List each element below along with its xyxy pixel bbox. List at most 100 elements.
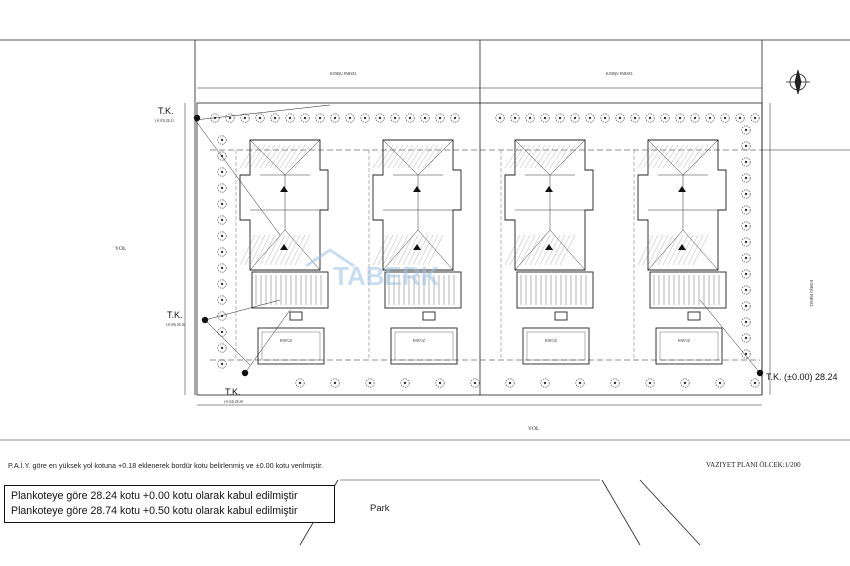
entrance: [554, 311, 568, 321]
tree-icon: [741, 285, 751, 295]
tree-icon: [510, 113, 520, 123]
pool: [257, 327, 325, 365]
tree-icon: [741, 141, 751, 151]
tree-icon: [217, 343, 227, 353]
tree-icon: [217, 247, 227, 257]
tk-bottom-left-value: (-0.04) 28.20: [224, 400, 243, 404]
tree-icon: [585, 113, 595, 123]
tree-icon: [435, 113, 445, 123]
tree-icon: [375, 113, 385, 123]
terrace: [516, 271, 594, 309]
tree-icon: [217, 311, 227, 321]
scale-label: VAZIYET PLANI ÖLCEK:1/200: [706, 461, 801, 469]
tree-icon: [217, 199, 227, 209]
tree-icon: [217, 215, 227, 225]
tree-icon: [741, 349, 751, 359]
villa-B: HAVUZ: [368, 139, 462, 365]
tree-icon: [705, 113, 715, 123]
tree-icon: [630, 113, 640, 123]
tree-icon: [217, 295, 227, 305]
watermark-text: TABERK: [333, 261, 440, 291]
tree-icon: [690, 113, 700, 123]
tree-icon: [645, 378, 655, 388]
tree-icon: [225, 113, 235, 123]
villas-group: HAVUZ HAVUZ HAVUZ HAVUZ: [235, 139, 727, 365]
tk-bottom-right: T.K. (±0.00) 28.24: [766, 372, 837, 382]
tree-icon: [750, 113, 760, 123]
tree-icon: [741, 125, 751, 135]
tree-icon: [505, 378, 515, 388]
tree-icon: [217, 359, 227, 369]
tk-top-left: T.K.: [158, 106, 174, 116]
slope-arrow-icon: [545, 186, 553, 192]
tree-icon: [600, 113, 610, 123]
paiy-note: P.A.İ.Y. göre en yüksek yol kotuna +0.18…: [8, 461, 324, 470]
pool: [390, 327, 458, 365]
villa-D: HAVUZ: [633, 139, 727, 365]
slope-arrow-icon: [678, 244, 686, 250]
villa-outline: [239, 139, 329, 271]
tree-icon: [255, 113, 265, 123]
pool-label: HAVUZ: [678, 339, 690, 343]
road-bottom-label: YOL: [528, 426, 540, 432]
tree-icon: [390, 113, 400, 123]
tree-icon: [741, 333, 751, 343]
tree-icon: [675, 113, 685, 123]
tree-icon: [217, 167, 227, 177]
tree-icon: [741, 317, 751, 327]
tree-icon: [741, 173, 751, 183]
tree-icon: [210, 113, 220, 123]
tree-icon: [540, 378, 550, 388]
roof-lines: [514, 139, 586, 271]
tree-icon: [400, 378, 410, 388]
terrace: [384, 271, 462, 309]
pool: [522, 327, 590, 365]
villa-C: HAVUZ: [500, 139, 594, 365]
tree-icon: [217, 279, 227, 289]
tree-icon: [555, 113, 565, 123]
tree-icon: [741, 205, 751, 215]
tree-icon: [741, 301, 751, 311]
neighbor-top-2: KOMŞU PARSEL: [606, 72, 633, 76]
tree-icon: [315, 113, 325, 123]
roof-lines: [647, 139, 719, 271]
tree-icon: [435, 378, 445, 388]
elevation-note-line-2: Plankoteye göre 28.74 kotu +0.50 kotu ol…: [11, 505, 298, 517]
tree-icon: [610, 378, 620, 388]
landscaping-trees: [210, 113, 760, 388]
tree-icon: [217, 151, 227, 161]
tree-icon: [217, 183, 227, 193]
tree-icon: [217, 231, 227, 241]
survey-lines: [194, 104, 761, 374]
tree-icon: [217, 327, 227, 337]
tree-icon: [645, 113, 655, 123]
tree-icon: [680, 378, 690, 388]
slope-arrow-icon: [413, 186, 421, 192]
pool-label: HAVUZ: [280, 339, 292, 343]
tk-bottom-left: T.K.: [225, 387, 241, 397]
tree-icon: [540, 113, 550, 123]
slope-arrow-icon: [280, 186, 288, 192]
tree-icon: [217, 263, 227, 273]
tree-icon: [741, 221, 751, 231]
roof-lines: [249, 139, 321, 271]
tree-icon: [741, 237, 751, 247]
tk-mid-left-value: (-0.08) 28.16: [166, 323, 185, 327]
north-arrow-icon: [786, 69, 810, 95]
slope-arrow-icon: [413, 244, 421, 250]
road-left-label: YOL: [115, 246, 127, 252]
tree-icon: [750, 378, 760, 388]
tree-icon: [575, 378, 585, 388]
villa-outline: [637, 139, 727, 271]
tree-icon: [330, 113, 340, 123]
villa-A: HAVUZ: [235, 139, 329, 365]
entrance: [687, 311, 701, 321]
elevation-note-box: Plankoteye göre 28.24 kotu +0.00 kotu ol…: [4, 485, 335, 523]
pool: [655, 327, 723, 365]
tree-icon: [217, 135, 227, 145]
roof-lines: [382, 139, 454, 271]
tree-icon: [570, 113, 580, 123]
entrance: [422, 311, 436, 321]
slope-arrow-icon: [678, 186, 686, 192]
